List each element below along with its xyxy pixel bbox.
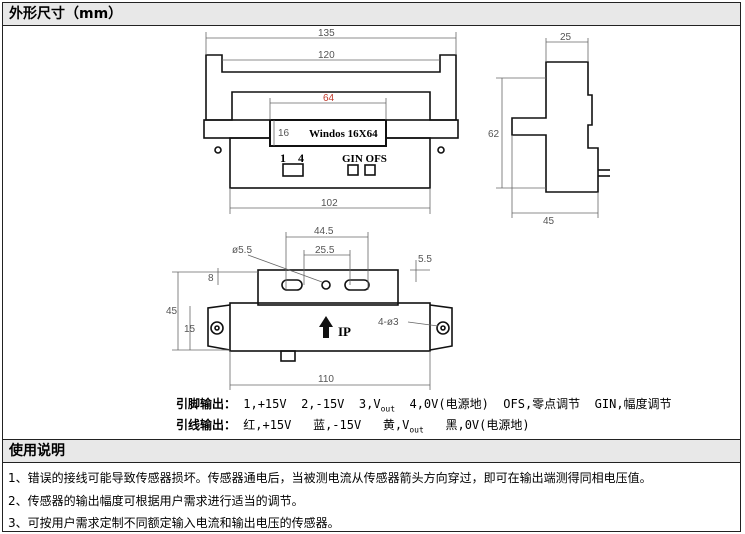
pin-4: 4,0V(电源地) [409,397,489,411]
pin-output-line: 引脚输出： 1,+15V 2,-15V 3,Vout 4,0V(电源地) OFS… [176,395,672,413]
wire-blue: 蓝,-15V [313,418,362,432]
dim-side-top: 25 [560,32,572,43]
pin-gin: GIN,幅度调节 [594,397,672,411]
dim-mount-holes: 4-ø3 [378,317,399,328]
dim-hole: ø5.5 [232,245,252,256]
bottom-view-drawing [207,269,453,362]
dim-length: 110 [318,374,334,385]
wire-red: 红,+15V [243,418,292,432]
top-view-drawing [203,54,459,189]
dim-inner-width: 120 [318,50,335,61]
dim-spacing: 44.5 [314,226,334,237]
usage-note-2: 2、传感器的输出幅度可根据用户需求进行适当的调节。 [8,494,304,508]
dim-overall-width: 135 [318,28,335,39]
wire-yellow-sub: out [409,425,424,435]
dim-window-width: 64 [323,93,335,104]
wire-output-label: 引线输出： [176,418,237,432]
current-arrow-icon [319,316,333,338]
wire-yellow: 黄,V [382,418,410,432]
adjust-label: GIN OFS [342,153,387,165]
wire-output-line: 引线输出： 红,+15V 蓝,-15V 黄,Vout 黑,0V(电源地) [176,416,530,434]
dim-base-width: 102 [321,198,338,209]
pin-2: 2,-15V [301,397,345,411]
pin-3-sub: out [380,404,396,414]
dim-window-height: 16 [278,128,290,139]
pin-ofs: OFS,零点调节 [503,397,581,411]
pin-1: 1,+15V [243,397,287,411]
dim-side-bottom: 45 [543,216,555,227]
model-label: Windos 16X64 [309,128,378,140]
dim-inner-spacing: 25.5 [315,245,335,256]
pin-3: 3,V [358,397,381,411]
dim-height: 45 [166,306,178,317]
dim-tab: 8 [208,273,214,284]
dim-slot-height: 5.5 [418,254,432,265]
dim-side-height: 62 [488,129,500,140]
usage-note-1: 1、错误的接线可能导致传感器损坏。传感器通电后，当被测电流从传感器箭头方向穿过，… [8,471,652,485]
pin-output-label: 引脚输出： [176,397,237,411]
usage-note-3: 3、可按用户需求定制不同额定输入电流和输出电压的传感器。 [8,516,340,530]
dim-inner-height: 15 [184,324,196,335]
pin-numbers: 1 4 [280,151,304,165]
ip-label: IP [338,324,351,339]
section-header-dimensions: 外形尺寸（mm） [2,2,741,26]
wire-black: 黑,0V(电源地) [445,418,530,432]
side-view-drawing [511,61,610,193]
section-header-usage: 使用说明 [2,439,741,463]
